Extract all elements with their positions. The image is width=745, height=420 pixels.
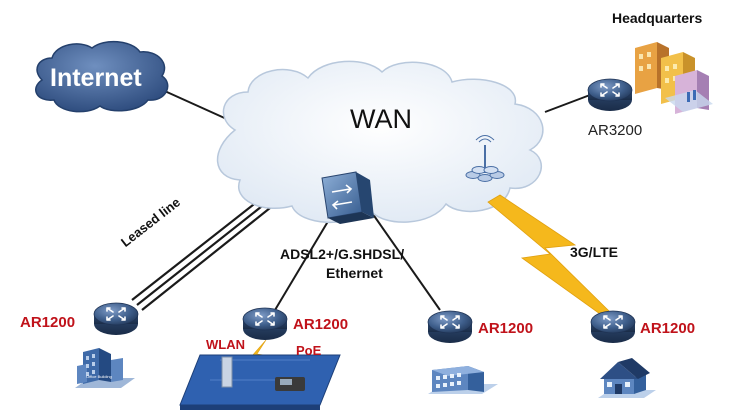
apartment-icon (428, 366, 498, 394)
wireless-label: 3G/LTE (570, 244, 618, 260)
router-icon (587, 78, 633, 112)
hq-wan-link (544, 94, 591, 113)
switch-to-apartment-link (369, 209, 441, 311)
router-icon (242, 307, 288, 341)
router-icon (93, 302, 139, 336)
access-label-line1: ADSL2+/G.SHDSL/ (280, 246, 405, 262)
ip-phone-icon (275, 377, 305, 391)
house-icon (598, 358, 656, 398)
wan-cloud-icon (216, 60, 544, 223)
wlan-office-floor-icon (179, 354, 341, 410)
wlan-label: WLAN (206, 337, 245, 352)
leased-line-link (131, 189, 281, 311)
headquarters-buildings-icon (635, 42, 713, 114)
router-icon (427, 310, 473, 344)
branch-router-label: AR1200 (478, 320, 534, 337)
connection-lines (131, 87, 591, 311)
switch-to-office-link (274, 217, 331, 311)
switch-icon (321, 171, 374, 224)
base-station-icon (465, 135, 505, 182)
branch-router-label: AR1200 (640, 320, 696, 337)
access-label-line2: Ethernet (326, 265, 383, 281)
office-building-text: Office Building (86, 374, 112, 379)
branch-router-label: AR1200 (293, 316, 349, 333)
poe-label: PoE (296, 343, 322, 358)
wan-label: WAN (350, 104, 412, 134)
internet-label: Internet (50, 64, 142, 92)
headquarters-label: Headquarters (612, 10, 703, 26)
hq-router-label: AR3200 (588, 122, 643, 139)
office-building-icon: Office Building (75, 348, 135, 388)
router-icon (590, 310, 636, 344)
branch-router-label: AR1200 (20, 314, 76, 331)
internet-cloud-icon (35, 40, 169, 113)
